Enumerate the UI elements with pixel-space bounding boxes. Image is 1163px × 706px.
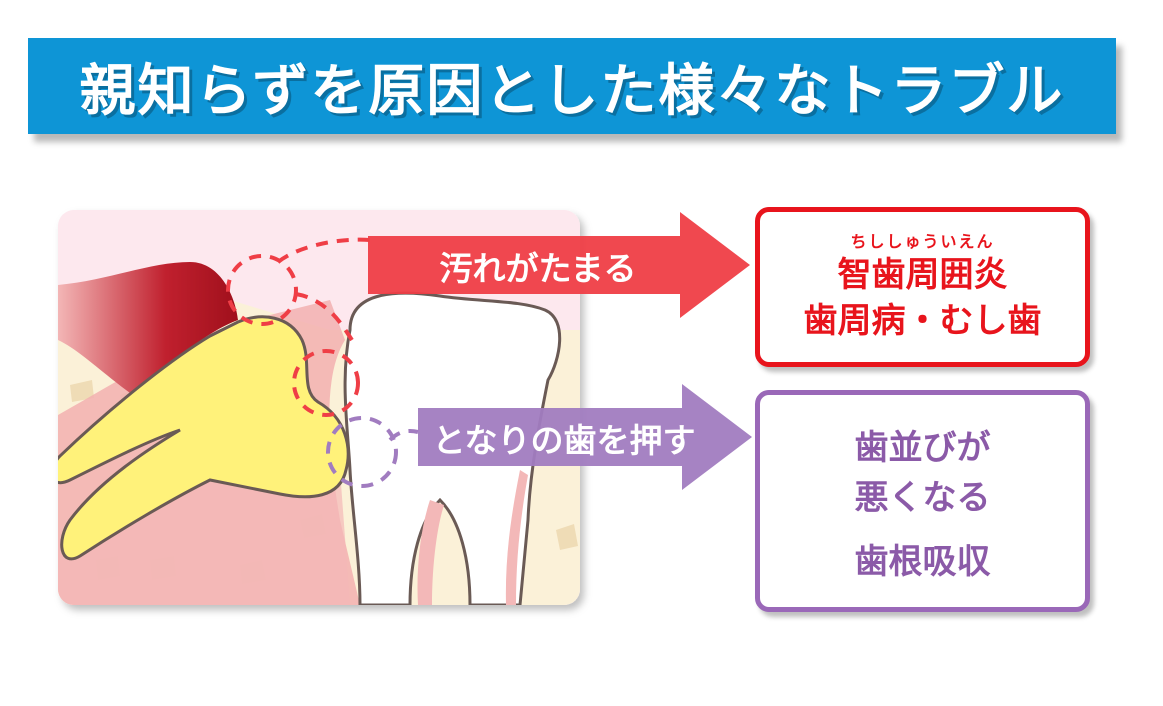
furigana: ちししゅういえん (850, 232, 995, 251)
result-alignment-line1: 歯並びが (854, 428, 991, 468)
result-root-resorption: 歯根吸収 (854, 542, 991, 582)
arrow-label-plaque: 汚れがたまる (439, 249, 637, 288)
root-canal-2 (505, 470, 528, 605)
page-title: 親知らずを原因とした様々なトラブル (79, 58, 1065, 124)
root-canal (417, 500, 444, 605)
result-box-alignment: 歯並びが 悪くなる 歯根吸収 (755, 390, 1090, 612)
inflamed-gum (58, 262, 238, 400)
arrow-plaque (368, 212, 750, 318)
result-alignment-line2: 悪くなる (854, 478, 991, 518)
arrow-label-pressure: となりの歯を押す (432, 421, 696, 460)
arrow-pressure (418, 384, 752, 490)
pressure-marker (326, 416, 419, 488)
result-pericoronitis: 智歯周囲炎 (837, 255, 1008, 295)
title-banner: 親知らずを原因とした様々なトラブル (28, 38, 1116, 134)
wisdom-tooth (58, 315, 350, 561)
plaque-markers (226, 237, 371, 417)
result-box-infection: ちししゅういえん 智歯周囲炎 歯周病・むし歯 (755, 207, 1090, 367)
result-periodontal-caries: 歯周病・むし歯 (803, 301, 1042, 341)
